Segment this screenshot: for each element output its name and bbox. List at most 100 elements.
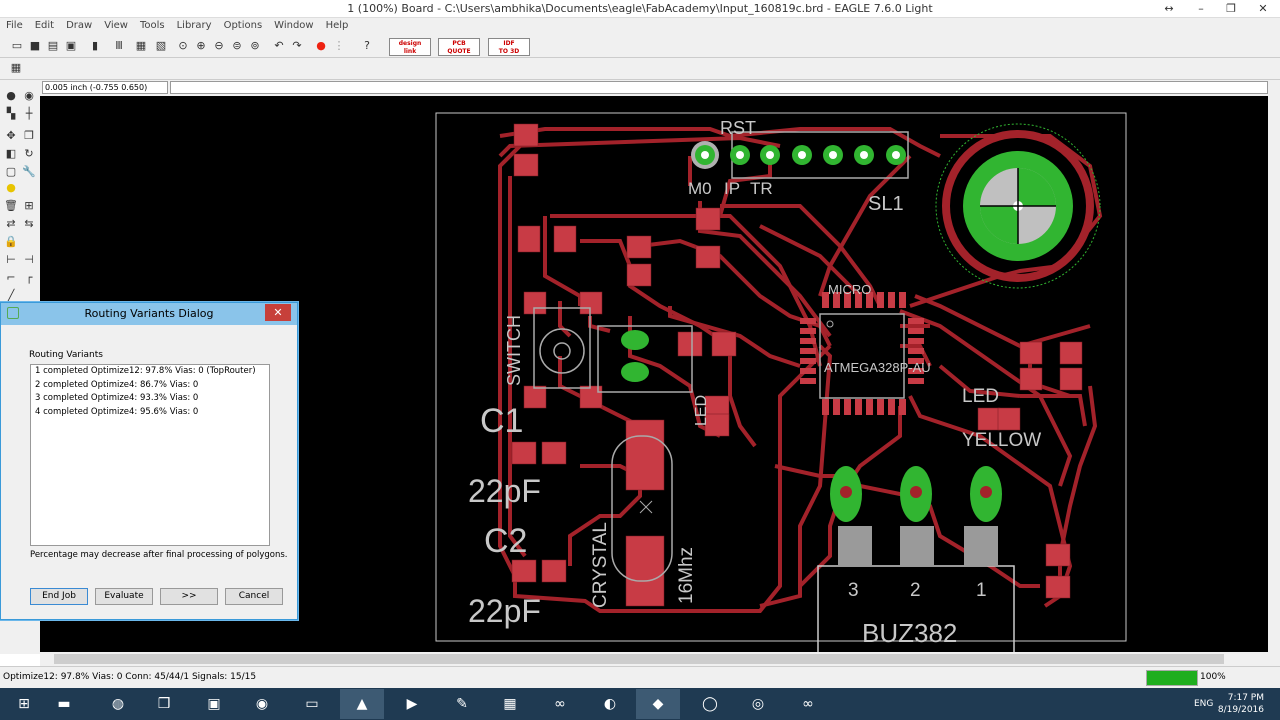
eagle-icon[interactable]: ◆ bbox=[636, 689, 680, 719]
undo-icon[interactable]: ↶ bbox=[274, 39, 284, 52]
arduino-2-icon[interactable]: ∞ bbox=[802, 696, 814, 712]
ulp-icon[interactable]: Ⅲ bbox=[115, 39, 123, 52]
illustrator-icon[interactable]: ▲ bbox=[340, 689, 384, 719]
mark-icon[interactable]: ┼ bbox=[25, 107, 33, 120]
delete-icon[interactable]: 🗑 bbox=[4, 199, 18, 212]
list-item[interactable]: 3 completed Optimize4: 93.3% Vias: 0 bbox=[35, 393, 199, 403]
menu-draw[interactable]: Draw bbox=[66, 20, 93, 31]
command-line-input[interactable] bbox=[170, 81, 1268, 94]
route-icon[interactable]: ⌐ bbox=[6, 271, 16, 284]
list-item[interactable]: 2 completed Optimize4: 86.7% Vias: 0 bbox=[35, 379, 199, 390]
terminal-icon[interactable]: ▭ bbox=[305, 696, 319, 712]
idf-line1: IDF bbox=[503, 40, 515, 47]
show-icon[interactable]: ◉ bbox=[24, 89, 34, 102]
zoom-fit-icon[interactable]: ⊙ bbox=[178, 39, 188, 52]
vertical-scrollbar[interactable] bbox=[1268, 80, 1280, 652]
resize-icon[interactable]: ↔ bbox=[1164, 2, 1174, 15]
files-icon[interactable]: ❒ bbox=[157, 696, 171, 712]
dialog-close-button[interactable]: ✕ bbox=[265, 304, 291, 321]
processing-icon[interactable]: ◐ bbox=[603, 696, 617, 712]
menu-library[interactable]: Library bbox=[176, 20, 212, 31]
stop-icon[interactable]: ● bbox=[316, 39, 326, 52]
minimize-button[interactable]: – bbox=[1198, 2, 1204, 15]
menu-window[interactable]: Window bbox=[274, 20, 314, 31]
display-icon[interactable]: ▚ bbox=[6, 107, 16, 120]
menu-edit[interactable]: Edit bbox=[34, 20, 55, 31]
go-icon[interactable]: ⋮ bbox=[333, 39, 345, 52]
label-led-right: LED bbox=[962, 386, 999, 407]
label-yellow: YELLOW bbox=[962, 430, 1041, 451]
layer-icon[interactable]: ▧ bbox=[155, 39, 167, 52]
windows-start-icon[interactable]: ⊞ bbox=[18, 696, 30, 712]
list-item[interactable]: 4 completed Optimize4: 95.6% Vias: 0 bbox=[35, 406, 199, 417]
grid-icon[interactable]: ▦ bbox=[10, 61, 22, 74]
menu-tools[interactable]: Tools bbox=[139, 20, 165, 31]
redo-icon[interactable]: ↷ bbox=[292, 39, 302, 52]
evaluate-button[interactable]: Evaluate bbox=[95, 588, 153, 605]
zoom-area-icon[interactable]: ⊚ bbox=[250, 39, 260, 52]
file-explorer-icon[interactable]: ▬ bbox=[57, 696, 71, 712]
close-button[interactable]: ✕ bbox=[1258, 2, 1268, 15]
list-item[interactable]: 1 completed Optimize12: 97.8% Vias: 0 (T… bbox=[35, 366, 256, 376]
wire-icon[interactable]: ╱ bbox=[7, 289, 15, 302]
cancel-button[interactable]: Cancel bbox=[225, 588, 283, 605]
horizontal-scrollbar[interactable] bbox=[40, 652, 1280, 666]
chrome-icon[interactable]: ◉ bbox=[255, 696, 269, 712]
system-tray: ENG 7:17 PM 8/19/2016 bbox=[1072, 688, 1280, 720]
menu-help[interactable]: Help bbox=[325, 20, 349, 31]
menu-view[interactable]: View bbox=[104, 20, 128, 31]
menu-file[interactable]: File bbox=[6, 20, 23, 31]
inkscape-icon[interactable]: ✎ bbox=[456, 696, 468, 712]
board-drawing[interactable]: RST M0 IP TR SL1 MICRO ATMEGA328P-AU SWI… bbox=[40, 96, 1268, 652]
mirror-icon[interactable]: ◧ bbox=[5, 147, 17, 160]
arduino-icon[interactable]: ∞ bbox=[554, 696, 566, 712]
transistor-buz382 bbox=[817, 466, 1015, 652]
design-link-line2: link bbox=[403, 48, 417, 55]
open-icon[interactable]: ▭ bbox=[11, 39, 23, 52]
routing-variants-list[interactable]: 1 completed Optimize12: 97.8% Vias: 0 (T… bbox=[30, 364, 270, 546]
replace-icon[interactable]: ⇆ bbox=[24, 217, 34, 230]
split-icon[interactable]: ⊢ bbox=[6, 253, 16, 266]
calculator-icon[interactable]: ▦ bbox=[503, 696, 517, 712]
spotify-icon[interactable]: ◎ bbox=[751, 696, 765, 712]
board-outline bbox=[435, 112, 1127, 642]
zoom-in-icon[interactable]: ⊕ bbox=[196, 39, 206, 52]
cam-icon[interactable]: ▣ bbox=[65, 39, 77, 52]
pinswap-icon[interactable]: ⇄ bbox=[6, 217, 16, 230]
menu-options[interactable]: Options bbox=[223, 20, 263, 31]
horizontal-scroll-thumb[interactable] bbox=[54, 654, 1224, 664]
arduino-sketch-icon[interactable]: ▣ bbox=[207, 696, 221, 712]
print-icon[interactable]: ▤ bbox=[47, 39, 59, 52]
photoshop-icon[interactable]: ▶ bbox=[406, 696, 418, 712]
header-sl1 bbox=[691, 131, 909, 179]
end-job-button[interactable]: End Job bbox=[30, 588, 88, 605]
code-icon[interactable]: ◯ bbox=[702, 696, 718, 712]
copy-icon[interactable]: ❐ bbox=[24, 129, 34, 142]
info-icon[interactable]: ● bbox=[6, 89, 16, 102]
add-icon[interactable]: ⊞ bbox=[24, 199, 34, 212]
rotate-icon[interactable]: ↻ bbox=[24, 147, 34, 160]
zoom-select-icon[interactable]: ⊜ bbox=[232, 39, 242, 52]
clock[interactable]: 7:17 PM 8/19/2016 bbox=[1218, 692, 1264, 716]
ripup-icon[interactable]: ┌ bbox=[25, 271, 33, 284]
help-icon[interactable]: ? bbox=[364, 39, 370, 52]
paste-icon[interactable]: ● bbox=[6, 181, 16, 194]
group-icon[interactable]: ▢ bbox=[5, 165, 17, 178]
board-icon[interactable]: ▦ bbox=[135, 39, 147, 52]
optimize-icon[interactable]: ⊣ bbox=[24, 253, 34, 266]
next-button[interactable]: >> bbox=[160, 588, 218, 605]
save-icon[interactable]: ■ bbox=[29, 39, 41, 52]
script-icon[interactable]: ▮ bbox=[91, 39, 99, 52]
change-icon[interactable]: 🔧 bbox=[22, 165, 36, 178]
firefox-icon[interactable]: ◍ bbox=[111, 696, 125, 712]
language-indicator[interactable]: ENG bbox=[1194, 699, 1214, 709]
zoom-out-icon[interactable]: ⊖ bbox=[214, 39, 224, 52]
label-pin3: 3 bbox=[848, 580, 859, 601]
lock-icon[interactable]: 🔒 bbox=[4, 235, 18, 248]
move-icon[interactable]: ✥ bbox=[6, 129, 16, 142]
restore-button[interactable]: ❐ bbox=[1226, 2, 1236, 15]
pcb-quote-line2: QUOTE bbox=[447, 48, 471, 55]
